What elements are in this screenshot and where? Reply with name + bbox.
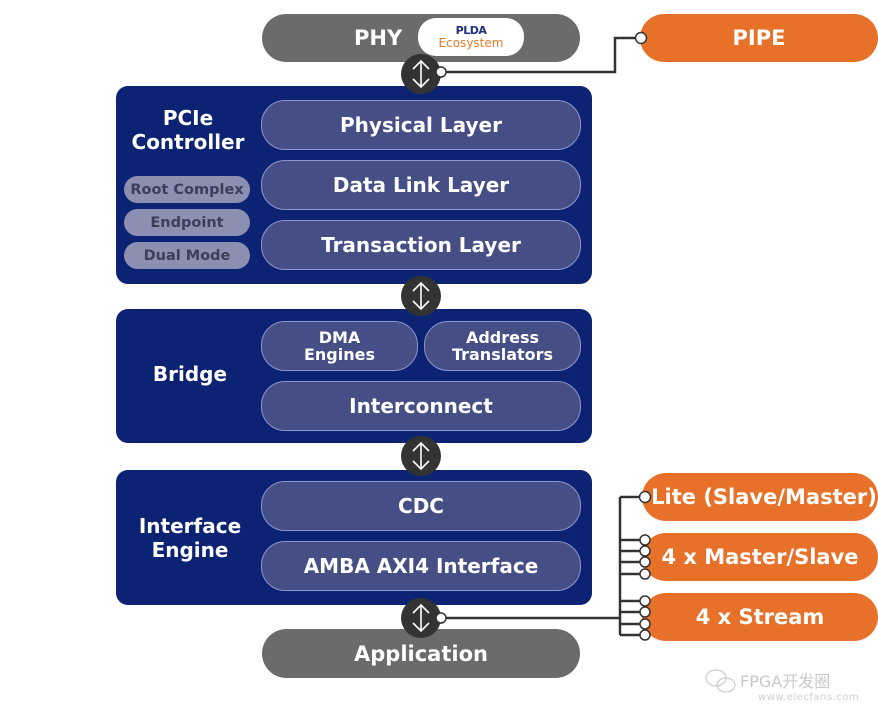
title-line: PCIe (162, 106, 214, 130)
watermark-text: FPGA开发圈 (740, 672, 831, 691)
wechat-icon (705, 669, 736, 693)
amba-axi4-interface: AMBA AXI4 Interface (261, 541, 581, 591)
bidirectional-arrow-icon (401, 436, 441, 476)
title-line: Engine (151, 537, 229, 562)
mode-dual-mode: Dual Mode (124, 242, 250, 269)
pipe-wire (440, 36, 640, 74)
logo-text-bottom: Ecosystem (438, 36, 504, 50)
connector-dot (639, 534, 651, 546)
connector-dot (639, 595, 651, 607)
layer-label: Engines (303, 345, 376, 364)
layer-label: Translators (451, 345, 554, 364)
axi-master-slave-port: 4 x Master/Slave (642, 533, 878, 581)
connector-dot (639, 629, 651, 641)
layer-label: Interconnect (349, 394, 493, 418)
layer-label: CDC (398, 494, 444, 518)
mode-label: Root Complex (130, 181, 244, 198)
title-line: Controller (131, 130, 245, 154)
axi-stream-port: 4 x Stream (642, 593, 878, 641)
mode-label: Dual Mode (143, 247, 231, 264)
phy-label: PHY (354, 26, 403, 50)
layer-label: Physical Layer (340, 113, 502, 137)
transaction-layer: Transaction Layer (261, 220, 581, 270)
connector-dot (638, 490, 652, 504)
connector-dot (639, 606, 651, 618)
connector-dot (639, 618, 651, 630)
bidirectional-arrow-icon (401, 598, 441, 638)
data-link-layer: Data Link Layer (261, 160, 581, 210)
physical-layer: Physical Layer (261, 100, 581, 150)
port-label: Lite (Slave/Master) (651, 485, 877, 509)
title-line: Interface (138, 513, 242, 538)
connector-dot (639, 556, 651, 568)
port-label: 4 x Master/Slave (661, 545, 859, 569)
interconnect: Interconnect (261, 381, 581, 431)
cdc-layer: CDC (261, 481, 581, 531)
application-label: Application (354, 641, 488, 666)
watermark-url: www.elecfans.com (758, 692, 860, 703)
application-block: Application (262, 629, 580, 678)
pipe-block: PIPE (640, 14, 878, 62)
mode-endpoint: Endpoint (124, 209, 250, 236)
mode-label: Endpoint (150, 214, 224, 231)
dma-engines: DMA Engines (261, 321, 418, 371)
bridge-title: Bridge (116, 309, 264, 439)
pipe-label: PIPE (732, 26, 786, 50)
port-label: 4 x Stream (695, 605, 825, 629)
axi-lite-port: Lite (Slave/Master) (642, 473, 878, 521)
layer-label: Transaction Layer (321, 233, 521, 257)
interface-engine-title: Interface Engine (116, 470, 264, 605)
watermark: FPGA开发圈 www.elecfans.com (700, 664, 878, 714)
connector-dot (639, 545, 651, 557)
logo-text-top: PLDA (455, 24, 487, 37)
connector-dot (634, 31, 648, 45)
title-line: Bridge (152, 362, 228, 386)
bidirectional-arrow-icon (401, 54, 441, 94)
layer-label: AMBA AXI4 Interface (303, 554, 539, 578)
address-translators: Address Translators (424, 321, 581, 371)
pcie-controller-title: PCIe Controller (116, 104, 260, 156)
layer-label: DMA (318, 328, 361, 347)
plda-ecosystem-logo: PLDA Ecosystem (418, 18, 524, 56)
connector-dot (639, 568, 651, 580)
mode-root-complex: Root Complex (124, 176, 250, 203)
layer-label: Address (465, 328, 540, 347)
bidirectional-arrow-icon (401, 276, 441, 316)
layer-label: Data Link Layer (332, 173, 510, 197)
